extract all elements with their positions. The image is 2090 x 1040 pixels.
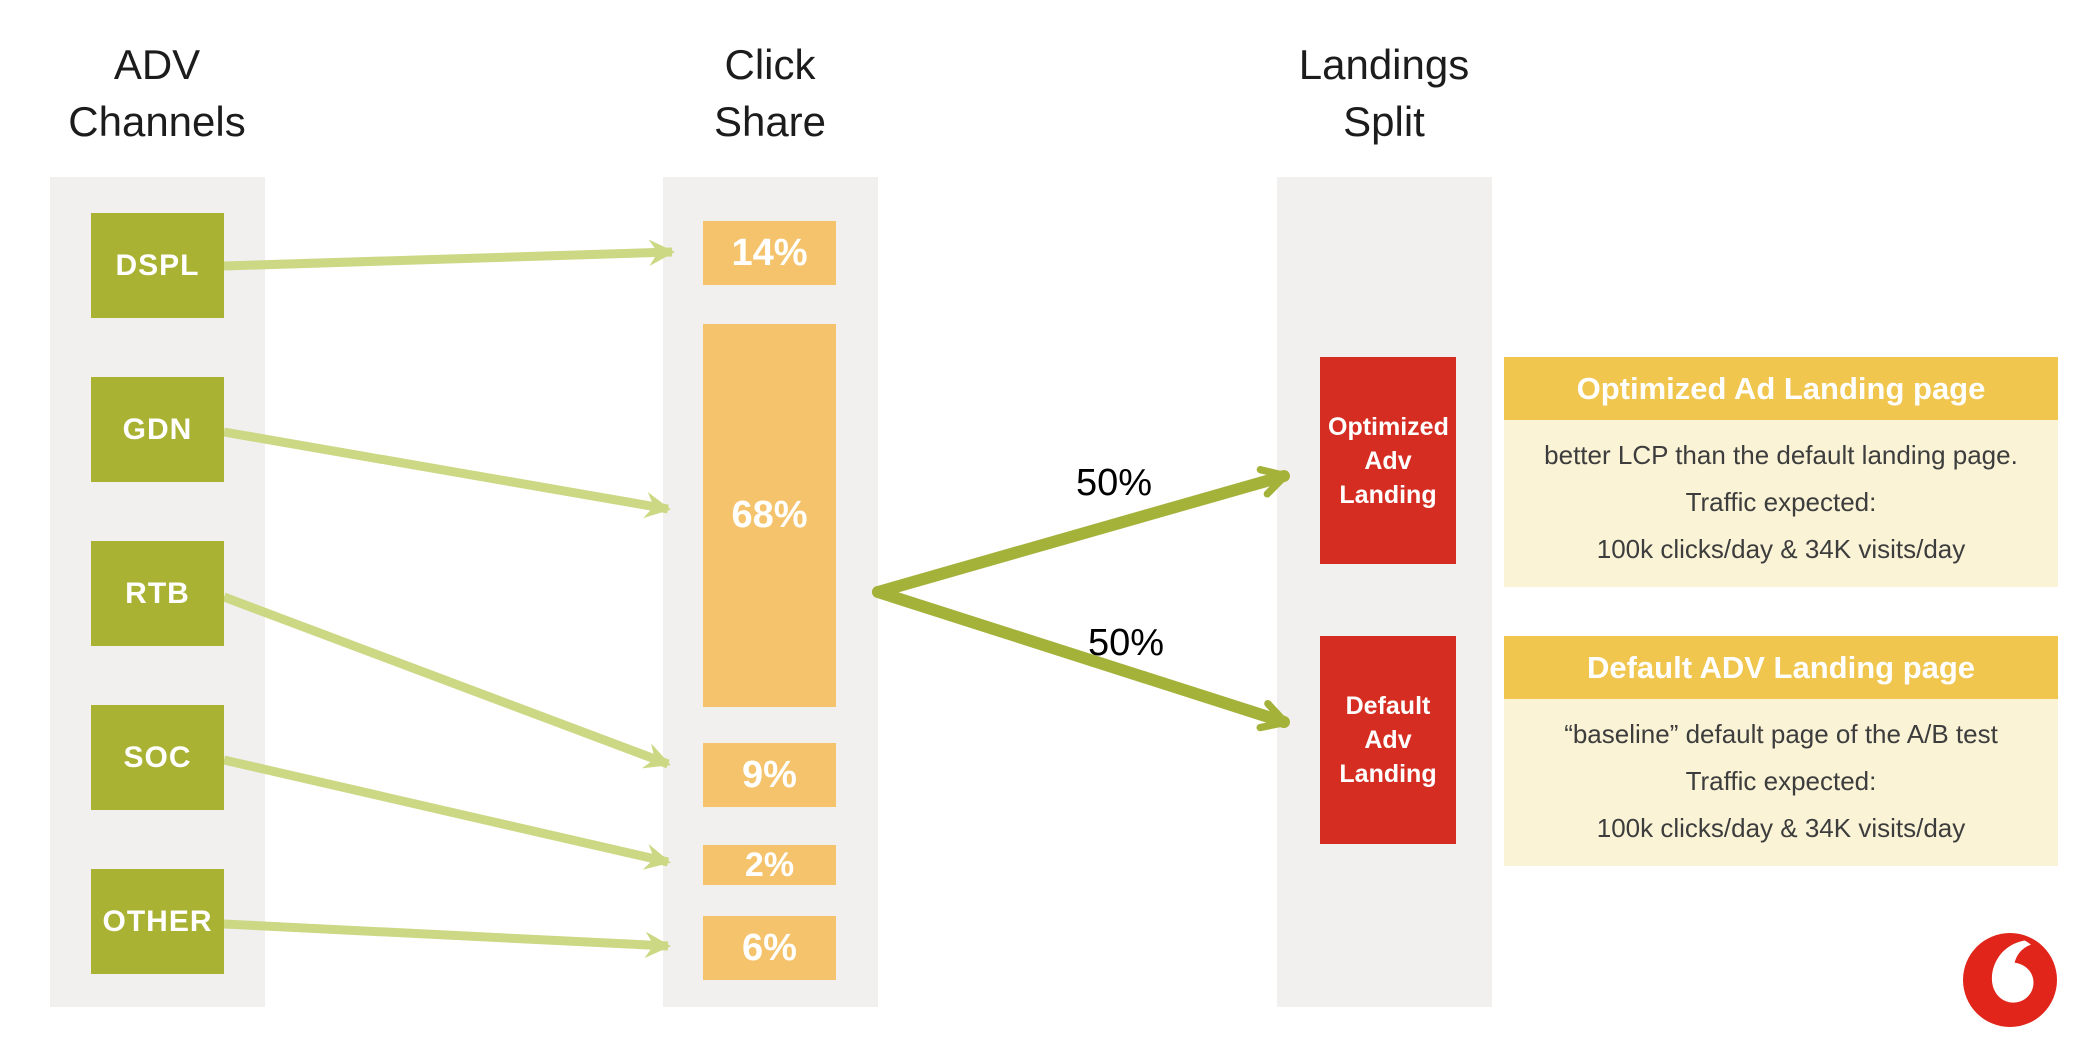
share-box-9: 9% [703, 743, 836, 807]
title-line: Share [713, 98, 827, 145]
card-line: better LCP than the default landing page… [1544, 440, 2018, 470]
column-title-adv-channels: ADV Channels [7, 36, 307, 150]
card-body: “baseline” default page of the A/B test … [1504, 699, 2058, 866]
card-line: 100k clicks/day & 34K visits/day [1596, 813, 1966, 843]
card-title: Default ADV Landing page [1504, 636, 2058, 699]
card-default-landing: Default ADV Landing page “baseline” defa… [1504, 636, 2058, 866]
landings-split-column [1277, 177, 1492, 1007]
card-line: “baseline” default page of the A/B test [1564, 719, 1998, 749]
landing-box-optimized: Optimized Adv Landing [1320, 357, 1456, 564]
title-line: Split [1343, 98, 1425, 145]
split-percent-top: 50% [1075, 462, 1153, 504]
card-line: 100k clicks/day & 34K visits/day [1596, 534, 1966, 564]
vodafone-logo-speechmark [1991, 940, 2034, 1003]
share-box-6: 6% [703, 916, 836, 980]
arrow-split-to-default [872, 586, 1290, 732]
title-line: Channels [68, 98, 246, 145]
arrow-other-to-6 [223, 919, 672, 959]
landing-box-label: Optimized Adv Landing [1328, 412, 1449, 509]
channel-box-dspl: DSPL [91, 213, 224, 318]
card-title: Optimized Ad Landing page [1504, 357, 2058, 420]
channel-box-soc: SOC [91, 705, 224, 810]
landing-box-label: Default Adv Landing [1339, 692, 1437, 788]
title-line: Click [724, 41, 816, 88]
share-box-68: 68% [703, 324, 836, 707]
split-percent-bottom: 50% [1087, 622, 1165, 664]
card-line: Traffic expected: [1685, 766, 1877, 796]
channel-box-gdn: GDN [91, 377, 224, 482]
channel-box-other: OTHER [91, 869, 224, 974]
arrow-gdn-to-68 [223, 427, 672, 519]
card-optimized-landing: Optimized Ad Landing page better LCP tha… [1504, 357, 2058, 587]
card-body: better LCP than the default landing page… [1504, 420, 2058, 587]
column-title-landings-split: Landings Split [1234, 36, 1534, 150]
channel-box-rtb: RTB [91, 541, 224, 646]
arrow-split-to-optimized [872, 466, 1290, 598]
vodafone-logo [1963, 933, 2057, 1027]
title-line: ADV [113, 41, 201, 88]
column-title-click-share: Click Share [620, 36, 920, 150]
title-line: Landings [1298, 41, 1470, 88]
landing-box-default: Default Adv Landing [1320, 636, 1456, 844]
arrow-dspl-to-14 [223, 239, 676, 271]
share-box-2: 2% [703, 845, 836, 885]
card-line: Traffic expected: [1685, 487, 1877, 517]
arrow-soc-to-2 [222, 755, 671, 870]
share-box-14: 14% [703, 221, 836, 285]
arrow-rtb-to-9 [222, 592, 671, 769]
